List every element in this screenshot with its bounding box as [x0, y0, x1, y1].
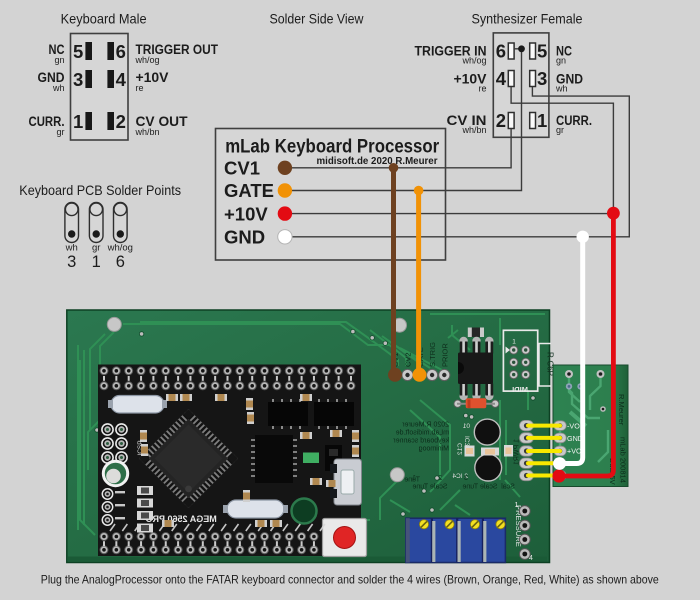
svg-text:CV IN: CV IN [447, 113, 487, 128]
svg-text:GND: GND [556, 72, 583, 87]
svg-text:3: 3 [537, 68, 547, 89]
svg-text:Keyboard PCB Solder Points: Keyboard PCB Solder Points [19, 182, 181, 198]
svg-text:gr: gr [556, 125, 564, 135]
svg-text:TRIGGER OUT: TRIGGER OUT [136, 42, 219, 57]
svg-text:re: re [136, 83, 144, 93]
svg-text:3: 3 [73, 69, 83, 90]
svg-text:wh: wh [52, 83, 65, 93]
svg-text:wh/bn: wh/bn [461, 125, 486, 135]
svg-text:1: 1 [412, 475, 416, 482]
svg-text:midisoft.de 2020 R.Meurer: midisoft.de 2020 R.Meurer [317, 156, 438, 167]
svg-text:GATE: GATE [224, 180, 274, 201]
svg-text:+VO: +VO [567, 447, 582, 456]
svg-text:S.TRIG: S.TRIG [428, 342, 437, 367]
svg-text:wh/og: wh/og [107, 243, 133, 254]
svg-text:wh: wh [555, 84, 568, 94]
svg-text:2: 2 [438, 475, 442, 482]
svg-text:Plug the AnalogProcessor onto: Plug the AnalogProcessor onto the FATAR … [41, 573, 659, 587]
svg-text:+10V: +10V [224, 203, 268, 224]
svg-text:GND: GND [224, 227, 265, 248]
svg-text:PRESSURE: PRESSURE [514, 505, 523, 547]
svg-text:GND: GND [38, 70, 65, 85]
svg-text:wh: wh [65, 243, 78, 254]
svg-text:Scal: Scal [501, 484, 515, 491]
svg-text:mLab.midisoft.de: mLab.midisoft.de [396, 430, 449, 437]
svg-text:Synthesizer Female: Synthesizer Female [472, 11, 583, 27]
svg-text:4: 4 [496, 68, 507, 89]
svg-text:1 PWR1: 1 PWR1 [514, 439, 521, 465]
svg-text:CURR.: CURR. [556, 113, 592, 128]
svg-text:C12: C12 [457, 443, 464, 455]
svg-text:Scale Tune: Scale Tune [412, 484, 447, 491]
svg-text:CURR.: CURR. [29, 114, 65, 129]
svg-text:+10V: +10V [454, 72, 487, 87]
svg-text:3: 3 [464, 475, 468, 482]
svg-text:R-C6P: R-C6P [546, 352, 555, 376]
svg-text:PRIOR: PRIOR [440, 343, 449, 367]
svg-text:1: 1 [515, 502, 519, 509]
svg-text:wh/og: wh/og [135, 55, 160, 65]
svg-text:5: 5 [537, 41, 547, 62]
svg-text:01: 01 [462, 423, 470, 430]
svg-text:mLab 200814: mLab 200814 [619, 437, 628, 483]
svg-text:IC3: IC3 [465, 436, 472, 447]
svg-text:CV1: CV1 [224, 158, 260, 179]
svg-text:+10V: +10V [136, 70, 169, 85]
svg-text:MEGA 2560 PRO: MEGA 2560 PRO [145, 514, 216, 524]
svg-text:3: 3 [67, 253, 76, 271]
svg-text:mLab Keyboard Processor: mLab Keyboard Processor [225, 137, 440, 158]
svg-text:CV OUT: CV OUT [136, 114, 189, 129]
svg-text:Minimoog: Minimoog [419, 446, 449, 453]
svg-text:Solder Side View: Solder Side View [270, 11, 365, 27]
svg-text:CV2: CV2 [404, 352, 413, 367]
svg-text:1: 1 [512, 339, 516, 346]
svg-text:5: 5 [73, 41, 83, 62]
svg-text:gr: gr [56, 127, 64, 137]
svg-text:6: 6 [496, 41, 506, 62]
svg-text:Keyboard Male: Keyboard Male [61, 11, 147, 27]
svg-text:TRIGGER IN: TRIGGER IN [415, 43, 487, 58]
svg-text:NC: NC [556, 43, 572, 58]
svg-text:1: 1 [537, 110, 547, 131]
svg-text:NC: NC [49, 42, 65, 57]
svg-text:4: 4 [116, 69, 127, 90]
svg-text:6: 6 [116, 41, 126, 62]
svg-text:gn: gn [556, 55, 566, 65]
svg-text:2: 2 [116, 111, 126, 132]
svg-text:Scale Tune: Scale Tune [462, 484, 497, 491]
svg-text:ICSP: ICSP [137, 440, 144, 455]
svg-text:re: re [478, 84, 486, 94]
svg-text:gn: gn [54, 55, 64, 65]
svg-text:1: 1 [92, 253, 101, 271]
svg-text:GND: GND [567, 434, 583, 443]
svg-text:keyboard scanner: keyboard scanner [393, 438, 449, 445]
svg-text:6: 6 [116, 253, 125, 271]
svg-text:4: 4 [529, 555, 533, 562]
svg-text:wh/og: wh/og [461, 55, 486, 65]
svg-text:R.Meurer: R.Meurer [617, 394, 626, 426]
svg-text:gr: gr [92, 243, 100, 254]
svg-text:Tune: Tune [404, 477, 420, 484]
svg-text:-VO: -VO [567, 422, 580, 431]
svg-text:MIDI: MIDI [512, 385, 528, 394]
svg-text:2 IC4: 2 IC4 [452, 473, 468, 480]
svg-text:2020 R.Meurer: 2020 R.Meurer [402, 422, 449, 429]
svg-text:2: 2 [496, 110, 506, 131]
svg-text:1: 1 [73, 111, 83, 132]
svg-text:wh/bn: wh/bn [135, 127, 160, 137]
